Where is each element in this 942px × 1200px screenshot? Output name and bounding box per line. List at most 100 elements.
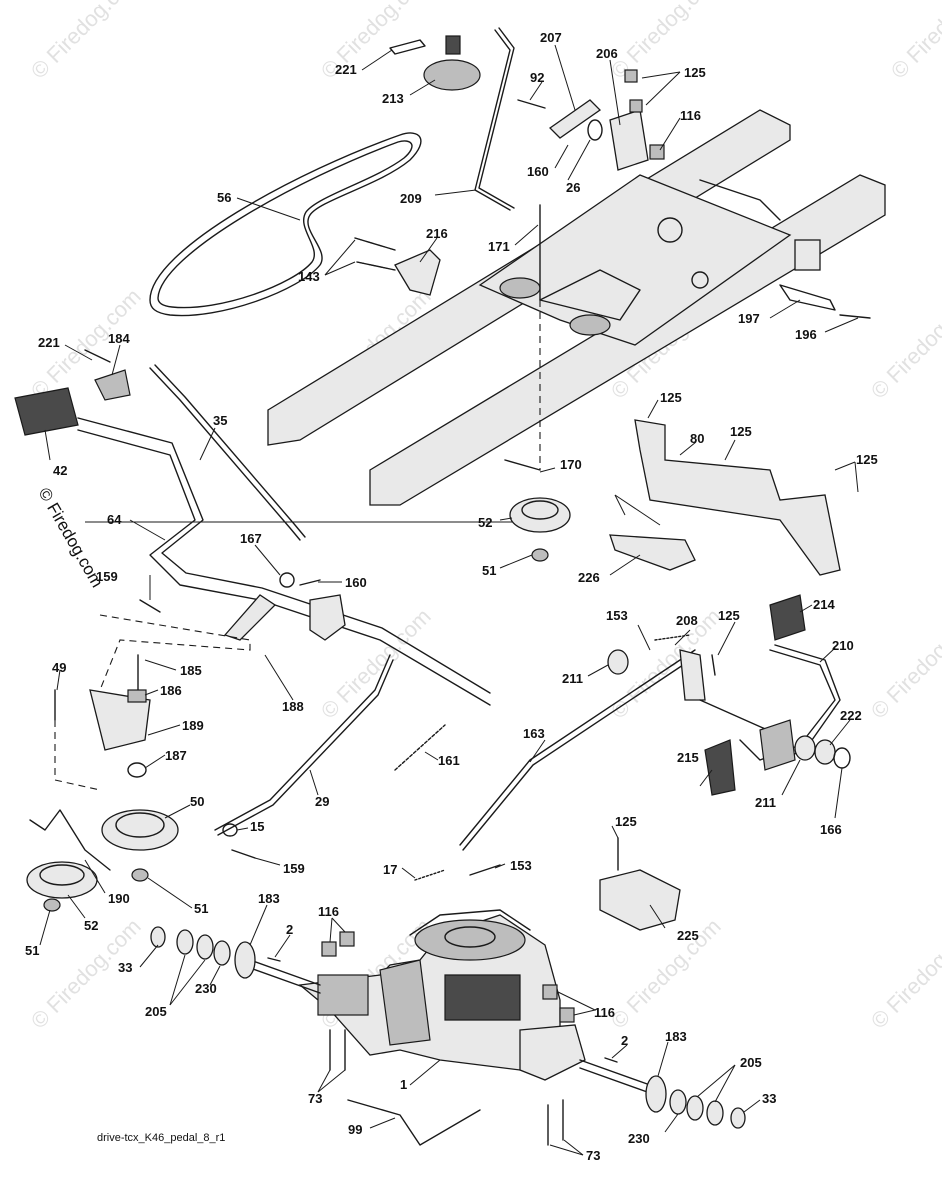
callout-label: 183: [665, 1029, 687, 1044]
callout-label: 26: [566, 180, 580, 195]
watermark: © Firedog.com: [866, 604, 942, 724]
bolt-196: [839, 314, 871, 319]
pin-92: [517, 99, 546, 109]
washer-187: [127, 762, 147, 778]
washer-230: [213, 940, 231, 966]
callout-label: 125: [718, 608, 740, 623]
callout-label: 197: [738, 311, 760, 326]
washer-211: [607, 649, 629, 675]
callout-label: 125: [660, 390, 682, 405]
callout-label: 184: [108, 331, 130, 346]
callout-label: 125: [615, 814, 637, 829]
leader-lines: [39, 44, 859, 1156]
frame-hole: [657, 217, 683, 243]
washer-205: [686, 1095, 704, 1121]
watermark: © Firedog.com: [606, 0, 726, 84]
callout-label: 205: [740, 1055, 762, 1070]
diagram-caption: drive-tcx_K46_pedal_8_r1: [97, 1132, 225, 1144]
callout-label: 215: [677, 750, 699, 765]
drive-belt-56: [149, 132, 422, 317]
rod-163: [459, 649, 696, 846]
callout-label: 188: [282, 699, 304, 714]
pulley-52: [509, 497, 571, 533]
callout-label: 210: [832, 638, 854, 653]
bolt-125: [711, 654, 716, 676]
callout-label: 205: [145, 1004, 167, 1019]
frame-grommet: [499, 277, 541, 299]
washer-222: [814, 739, 836, 765]
callout-label: 153: [510, 858, 532, 873]
callout-label: 49: [52, 660, 66, 675]
callout-label: 160: [527, 164, 549, 179]
hairpin-221: [84, 349, 111, 363]
washer-230: [669, 1089, 687, 1115]
frame-detail: [699, 179, 781, 221]
nut-116: [559, 1007, 575, 1023]
callout-label: 116: [318, 904, 339, 919]
frame-grommet: [569, 314, 611, 336]
washer-205: [706, 1100, 724, 1126]
callout-label: 221: [38, 335, 60, 350]
callout-label: 80: [690, 431, 704, 446]
washer-183: [645, 1075, 667, 1113]
washer-211: [794, 735, 816, 761]
callout-label: 116: [680, 108, 701, 123]
lever-rod-209: [474, 29, 511, 211]
lever-bracket-207: [548, 99, 602, 139]
callout-label: 211: [562, 671, 583, 686]
assembly-guide: [99, 614, 251, 691]
rod-99: [347, 1099, 481, 1146]
frame-plate: [478, 174, 792, 346]
callout-label: 211: [755, 795, 776, 810]
bracket-225: [599, 869, 681, 931]
callout-label: 51: [25, 943, 39, 958]
callout-label: 213: [382, 91, 404, 106]
washer-183: [234, 941, 256, 979]
callout-label: 52: [478, 515, 492, 530]
nut-116: [321, 941, 337, 957]
pin-159: [231, 849, 256, 859]
callout-label: 56: [217, 190, 231, 205]
nut-51: [531, 548, 549, 562]
shift-rod-64: [77, 429, 491, 706]
callout-label: 29: [315, 794, 329, 809]
callout-label: 196: [795, 327, 817, 342]
callout-label: 186: [160, 683, 182, 698]
frame-assembly: [267, 109, 886, 506]
callout-label: 153: [606, 608, 628, 623]
callout-label: 226: [578, 570, 600, 585]
callout-label: 2: [621, 1033, 628, 1048]
watermark: © Firedog.com: [866, 284, 942, 404]
callout-label: 170: [560, 457, 582, 472]
axle-right-b: [579, 1067, 651, 1094]
clip-33: [150, 926, 166, 948]
pulley-50-hub: [115, 812, 165, 838]
lever-rod-209b: [478, 27, 515, 209]
pin-159: [139, 599, 161, 613]
pedal-210: [739, 649, 836, 761]
callout-label: 64: [107, 512, 122, 527]
rod-35: [149, 367, 301, 541]
bolt-125: [624, 69, 638, 83]
key-2: [604, 1057, 618, 1063]
frame-hole: [691, 271, 709, 289]
spring-153: [469, 864, 501, 876]
callout-label: 221: [335, 62, 357, 77]
nut-51: [43, 898, 61, 912]
washer-205: [196, 934, 214, 960]
shift-rod-64b: [77, 417, 491, 694]
callout-label: 35: [213, 413, 227, 428]
callout-label: 116: [594, 1005, 615, 1020]
bracket-226: [609, 534, 696, 571]
callout-label: 189: [182, 718, 204, 733]
watermark: © Firedog.com: [886, 0, 942, 84]
spring-161: [394, 724, 446, 771]
cap-184: [94, 369, 131, 401]
assembly-guide: [54, 720, 101, 791]
pedal-link: [759, 719, 796, 771]
pedal-arm: [679, 649, 706, 701]
nut-116: [542, 984, 558, 1000]
mount-bracket-80: [634, 419, 841, 576]
callout-label: 33: [762, 1091, 776, 1106]
frame-cutout: [539, 269, 641, 321]
